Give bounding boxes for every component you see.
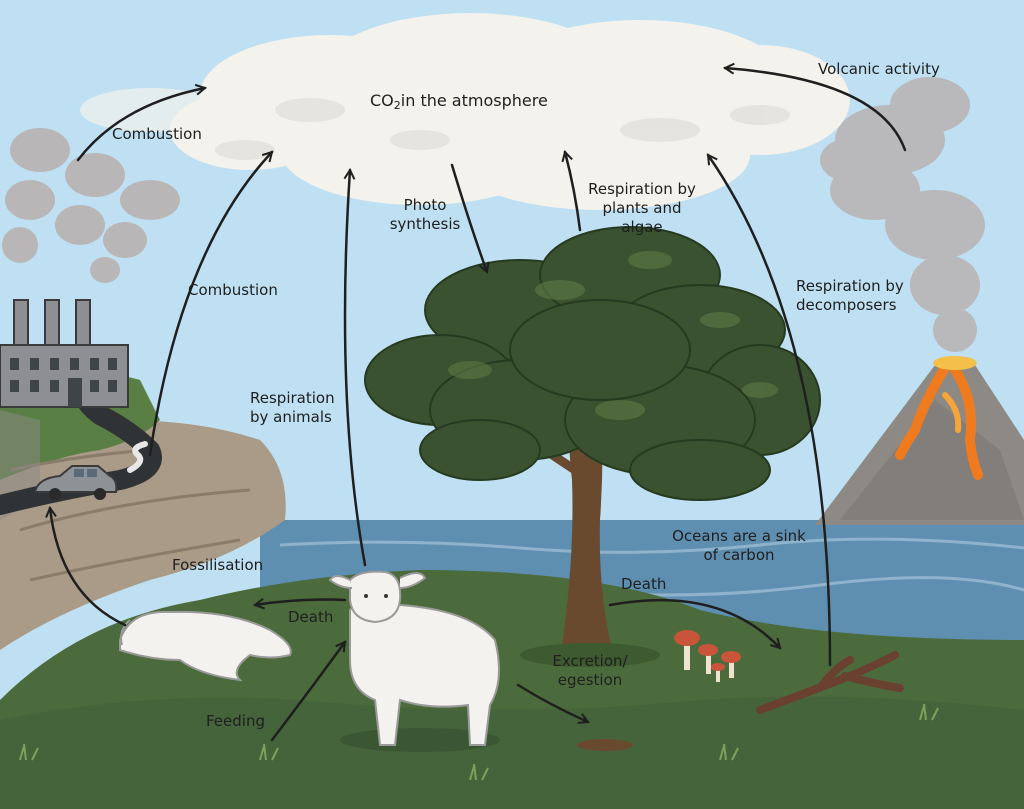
dead-branch (756, 651, 904, 714)
label-respiration-animals-line1: Respiration (250, 389, 335, 407)
factory-smoke (2, 128, 180, 283)
label-respiration-plants-line1: Respiration by (588, 180, 696, 198)
car (33, 465, 118, 500)
label-excretion-line2: egestion (557, 671, 623, 689)
label-fossilisation: Fossilisation (172, 556, 264, 574)
car-exhaust (127, 441, 148, 473)
arrow-volcanic-activity (725, 68, 907, 152)
label-respiration-animals-line2: by animals (250, 408, 332, 426)
label-excretion-egestion: Excretion/egestion (540, 652, 640, 690)
arrow-respiration-animals (345, 170, 367, 567)
label-excretion-line1: Excretion/ (552, 652, 628, 670)
label-respiration-decomposers-line1: Respiration by (796, 277, 904, 295)
dead-sheep (119, 610, 292, 682)
label-death-sheep: Death (288, 608, 334, 626)
arrow-combustion-car (148, 152, 272, 457)
arrow-excretion (516, 683, 588, 722)
atmosphere-co2-label: CO2in the atmosphere (370, 91, 548, 112)
mushrooms (674, 630, 741, 682)
arrow-photosynthesis (450, 163, 487, 272)
label-photosynthesis-line2: synthesis (389, 215, 461, 233)
arrow-feeding (270, 642, 347, 742)
arrow-respiration-plants (565, 152, 582, 232)
label-volcanic-activity: Volcanic activity (818, 60, 940, 78)
arrow-death-tree (608, 598, 780, 648)
label-combustion-factory: Combustion (112, 125, 202, 143)
grass-tufts (19, 703, 939, 781)
factory (0, 299, 129, 408)
label-respiration-decomposers-line2: decomposers (796, 296, 897, 314)
arrow-respiration-decomposers (706, 155, 832, 667)
label-respiration-plants-line3: algae (621, 218, 663, 236)
label-respiration-plants-line2: plants and (602, 199, 682, 217)
tree (364, 226, 821, 667)
label-combustion-car: Combustion (188, 281, 278, 299)
droppings (577, 739, 633, 751)
sheep (328, 570, 500, 752)
label-photosynthesis-line1: Photo (403, 196, 447, 214)
arrow-combustion-factory (76, 88, 205, 162)
label-feeding: Feeding (206, 712, 265, 730)
label-oceans-sink-line2: of carbon (703, 546, 775, 564)
sea-wave (279, 537, 1024, 554)
volcano (815, 356, 1024, 525)
label-oceans-sink-line1: Oceans are a sink (672, 527, 806, 545)
label-death-tree: Death (621, 575, 667, 593)
arrow-death-sheep (255, 600, 347, 605)
arrow-fossilisation (50, 508, 127, 627)
volcano-smoke (820, 77, 985, 352)
flow-arrows (50, 68, 907, 742)
